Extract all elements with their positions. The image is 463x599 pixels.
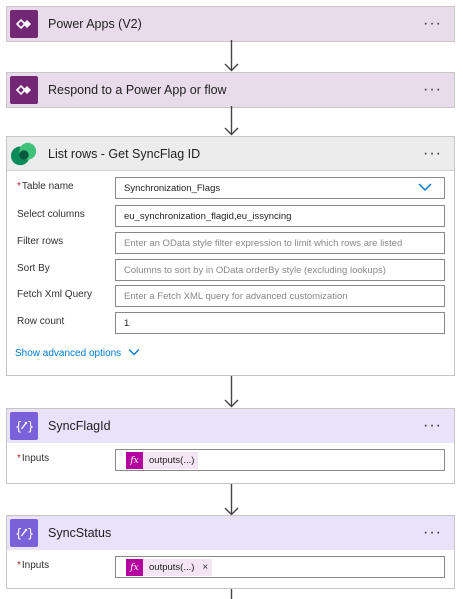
card-title: SyncFlagId [48,419,111,433]
field-row-table-name: *Table name Synchronization_Flags [7,177,454,201]
field-label: Select columns [17,209,85,220]
show-advanced-options-link[interactable]: Show advanced options [15,348,140,359]
flow-arrow [224,376,239,408]
more-options-icon[interactable]: ··· [423,144,442,162]
field-row-inputs: *Inputs fx outputs(...) × [7,556,454,580]
fetch-xml-input[interactable]: Enter a Fetch XML query for advanced cus… [115,285,445,307]
card-header[interactable]: { } SyncFlagId ··· [7,409,454,443]
power-apps-icon [10,76,38,104]
card-header[interactable]: Power Apps (V2) ··· [7,7,454,41]
chevron-down-icon [128,349,140,356]
inputs-field[interactable]: fx outputs(...) [115,449,445,471]
variable-icon: { } [10,519,38,547]
dataverse-icon [10,140,38,168]
sort-by-input[interactable]: Columns to sort by in OData orderBy styl… [115,259,445,281]
trigger-card-power-apps[interactable]: Power Apps (V2) ··· [6,6,455,42]
required-mark: * [17,453,21,464]
card-title: SyncStatus [48,526,112,540]
field-row-fetch-xml: Fetch Xml Query Enter a Fetch XML query … [7,285,454,309]
remove-token-icon[interactable]: × [202,562,209,573]
field-row-row-count: Row count 1 [7,312,454,336]
expression-token[interactable]: fx outputs(...) × [126,559,213,576]
card-header[interactable]: List rows - Get SyncFlag ID ··· [7,137,454,171]
inputs-field[interactable]: fx outputs(...) × [115,556,445,578]
power-apps-icon [10,10,38,38]
card-title: List rows - Get SyncFlag ID [48,146,201,161]
token-label: outputs(...) [149,562,195,573]
chevron-down-icon [418,183,432,192]
more-options-icon[interactable]: ··· [423,417,442,434]
field-label: Sort By [17,263,50,274]
more-options-icon[interactable]: ··· [423,81,442,98]
expression-token[interactable]: fx outputs(...) [126,452,199,469]
field-row-sort-by: Sort By Columns to sort by in OData orde… [7,259,454,283]
field-label: *Inputs [17,453,50,464]
fx-icon: fx [126,452,143,469]
field-row-filter-rows: Filter rows Enter an OData style filter … [7,232,454,256]
field-label: *Table name [17,181,74,192]
action-card-list-rows[interactable]: List rows - Get SyncFlag ID ··· *Table n… [6,136,455,376]
flow-arrow [224,40,239,72]
field-row-inputs: *Inputs fx outputs(...) [7,449,454,473]
svg-text:}: } [27,527,34,541]
table-name-dropdown[interactable]: Synchronization_Flags [115,177,445,199]
flow-arrow [224,106,239,136]
flow-arrow [230,589,233,599]
card-header[interactable]: Respond to a Power App or flow ··· [7,73,454,107]
variable-icon: { } [10,412,38,440]
card-header[interactable]: { } SyncStatus ··· [7,516,454,550]
svg-text:}: } [27,420,34,434]
required-mark: * [17,560,21,571]
svg-text:{: { [15,527,22,541]
select-columns-input[interactable]: eu_synchronization_flagid,eu_issyncing [115,205,445,227]
more-options-icon[interactable]: ··· [423,524,442,541]
field-row-select-columns: Select columns eu_synchronization_flagid… [7,205,454,229]
row-count-input[interactable]: 1 [115,312,445,334]
field-label: Row count [17,316,65,327]
svg-text:{: { [15,420,22,434]
token-label: outputs(...) [149,455,195,466]
action-card-syncstatus[interactable]: { } SyncStatus ··· *Inputs fx outputs(..… [6,515,455,589]
card-title: Respond to a Power App or flow [48,83,227,97]
more-options-icon[interactable]: ··· [423,15,442,32]
flow-arrow [224,484,239,516]
action-card-respond[interactable]: Respond to a Power App or flow ··· [6,72,455,108]
required-mark: * [17,181,21,192]
filter-rows-input[interactable]: Enter an OData style filter expression t… [115,232,445,254]
field-label: *Inputs [17,560,50,571]
action-card-syncflagid[interactable]: { } SyncFlagId ··· *Inputs fx outputs(..… [6,408,455,484]
card-title: Power Apps (V2) [48,17,142,31]
fx-icon: fx [126,559,143,576]
field-label: Filter rows [17,236,64,247]
field-label: Fetch Xml Query [17,289,93,300]
